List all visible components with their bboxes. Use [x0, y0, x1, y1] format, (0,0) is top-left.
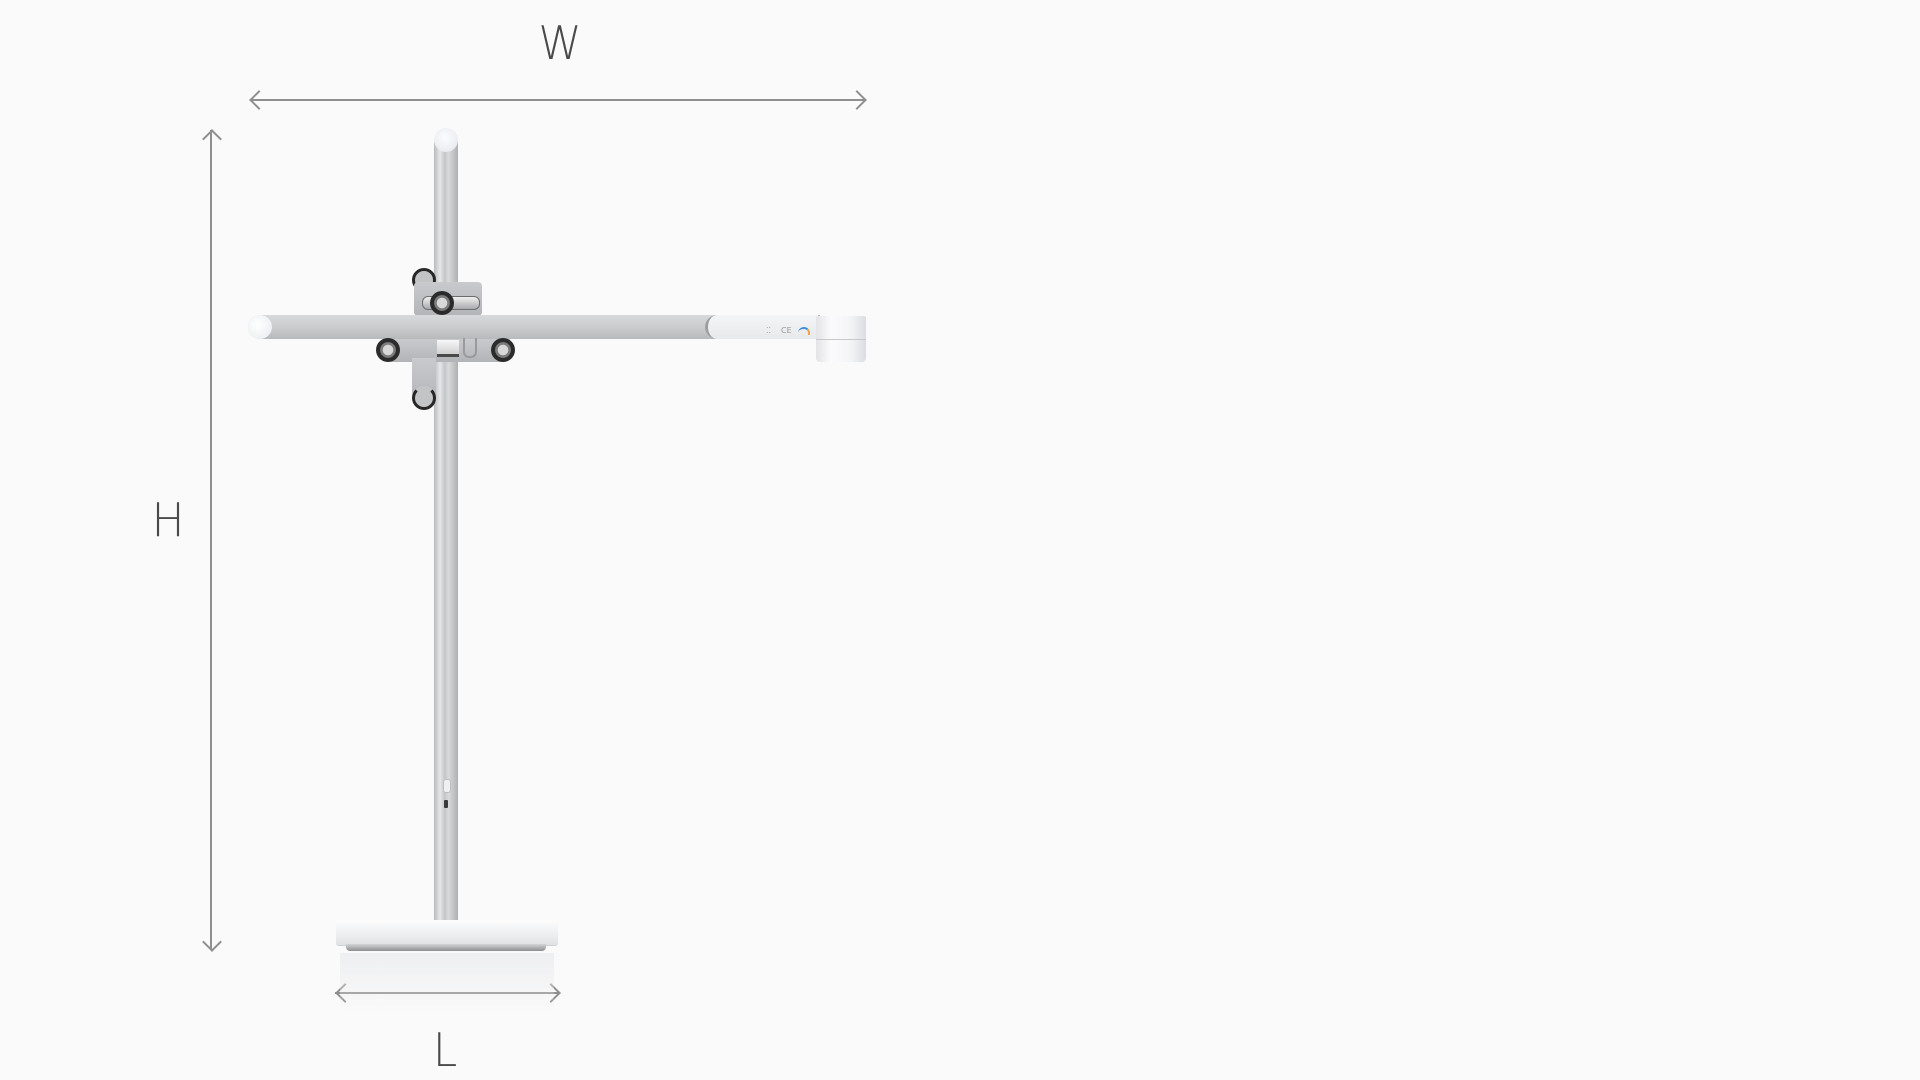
- pole-top-cap: [434, 128, 458, 152]
- color-temperature-icon: [798, 327, 810, 335]
- pole-button: [443, 779, 451, 793]
- lamp-base: [336, 920, 558, 945]
- upper-wheel: [430, 291, 454, 315]
- clamp-slider: [437, 340, 459, 357]
- height-label: H: [151, 493, 185, 547]
- lamp-head-cylinder: [816, 316, 866, 362]
- clamp-loop: [463, 338, 477, 358]
- lower-right-wheel: [491, 338, 515, 362]
- length-label: L: [432, 1023, 458, 1077]
- lower-left-wheel: [376, 338, 400, 362]
- lower-knob: [412, 386, 436, 410]
- arrow-left-icon: [249, 90, 269, 110]
- dots-icon: ⁚⁚: [766, 326, 772, 335]
- width-label: W: [538, 16, 582, 70]
- arrow-up-icon: [202, 129, 222, 149]
- ce-mark-icon: CE: [781, 326, 792, 335]
- arm-end-cap: [248, 315, 272, 339]
- usb-port: [444, 800, 448, 808]
- lamp-base-foot: [346, 944, 546, 951]
- lamp-arm: [248, 315, 718, 339]
- arrow-right-icon: [847, 90, 867, 110]
- arrow-down-icon: [202, 932, 222, 952]
- base-reflection: [340, 953, 554, 1013]
